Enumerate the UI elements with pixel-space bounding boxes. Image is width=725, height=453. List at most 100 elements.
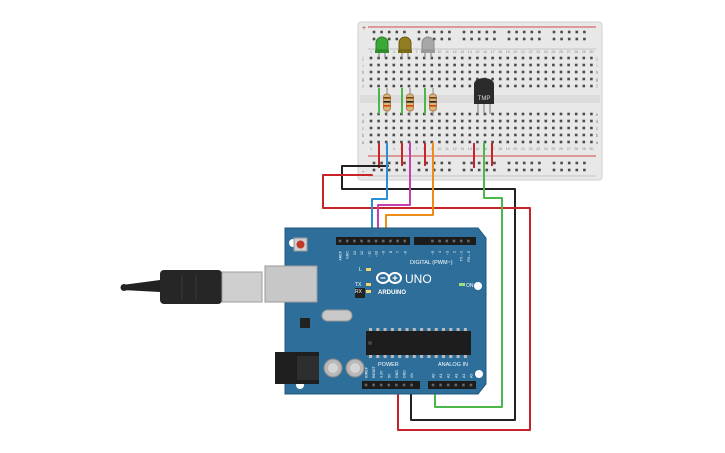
rail-hole[interactable] [432, 37, 436, 41]
breadboard-hole[interactable] [430, 84, 434, 88]
breadboard-hole[interactable] [521, 56, 525, 60]
breadboard-hole[interactable] [552, 133, 555, 137]
breadboard-hole[interactable] [536, 140, 540, 144]
breadboard-hole[interactable] [445, 70, 449, 74]
breadboard-hole[interactable] [559, 119, 563, 123]
rail-hole[interactable] [440, 161, 444, 165]
breadboard-hole[interactable] [483, 70, 487, 74]
breadboard-hole[interactable] [491, 133, 494, 137]
rail-hole[interactable] [575, 30, 579, 34]
breadboard-hole[interactable] [536, 126, 540, 130]
breadboard-hole[interactable] [483, 63, 487, 67]
breadboard-hole[interactable] [476, 133, 479, 137]
breadboard-hole[interactable] [430, 126, 434, 130]
rail-hole[interactable] [380, 30, 383, 34]
rail-hole[interactable] [403, 161, 406, 165]
breadboard-hole[interactable] [529, 77, 532, 81]
rail-hole[interactable] [462, 30, 466, 34]
breadboard-hole[interactable] [460, 77, 464, 81]
breadboard-hole[interactable] [506, 84, 510, 88]
breadboard-hole[interactable] [476, 63, 479, 67]
analog-pin[interactable] [439, 383, 442, 387]
rail-hole[interactable] [395, 168, 399, 172]
rail-hole[interactable] [485, 37, 489, 41]
rail-hole[interactable] [470, 30, 473, 34]
digital-pin[interactable] [396, 239, 399, 243]
rail-hole[interactable] [583, 37, 586, 41]
breadboard-hole[interactable] [529, 140, 532, 144]
rail-hole[interactable] [552, 161, 556, 165]
breadboard-hole[interactable] [392, 133, 396, 137]
breadboard-hole[interactable] [574, 126, 578, 130]
breadboard-hole[interactable] [491, 56, 494, 60]
breadboard-hole[interactable] [407, 126, 411, 130]
rail-hole[interactable] [395, 30, 399, 34]
breadboard-hole[interactable] [377, 119, 380, 123]
breadboard-hole[interactable] [460, 140, 464, 144]
breadboard-hole[interactable] [430, 112, 434, 116]
breadboard-hole[interactable] [445, 133, 449, 137]
breadboard-hole[interactable] [567, 84, 570, 88]
breadboard-hole[interactable] [460, 126, 464, 130]
breadboard-hole[interactable] [384, 140, 388, 144]
rail-hole[interactable] [387, 168, 391, 172]
breadboard-hole[interactable] [468, 56, 472, 60]
digital-pin[interactable] [338, 239, 342, 243]
rail-hole[interactable] [567, 168, 571, 172]
rail-hole[interactable] [485, 168, 489, 172]
breadboard-hole[interactable] [544, 63, 548, 67]
breadboard-hole[interactable] [567, 119, 570, 123]
breadboard-hole[interactable] [377, 77, 380, 81]
digital-pin[interactable] [452, 239, 456, 243]
power-pin[interactable] [379, 383, 383, 387]
breadboard-hole[interactable] [453, 84, 456, 88]
rail-hole[interactable] [372, 168, 376, 172]
breadboard-hole[interactable] [438, 84, 441, 88]
breadboard-hole[interactable] [582, 126, 586, 130]
temperature-sensor[interactable]: TMP [474, 78, 494, 114]
rail-hole[interactable] [575, 37, 579, 41]
rail-hole[interactable] [552, 37, 556, 41]
breadboard-hole[interactable] [574, 140, 578, 144]
breadboard-hole[interactable] [415, 133, 418, 137]
rail-hole[interactable] [515, 37, 518, 41]
rail-hole[interactable] [448, 168, 451, 172]
resistor-2[interactable] [406, 88, 414, 116]
breadboard-hole[interactable] [392, 140, 396, 144]
breadboard-hole[interactable] [369, 56, 373, 60]
breadboard-hole[interactable] [574, 63, 578, 67]
breadboard-hole[interactable] [400, 126, 403, 130]
digital-pin[interactable] [353, 239, 356, 243]
digital-pin[interactable] [459, 239, 463, 243]
breadboard-hole[interactable] [415, 140, 418, 144]
breadboard-hole[interactable] [369, 133, 373, 137]
breadboard-hole[interactable] [544, 56, 548, 60]
breadboard-hole[interactable] [514, 126, 517, 130]
breadboard-hole[interactable] [422, 56, 426, 60]
digital-pin[interactable] [367, 239, 371, 243]
breadboard-hole[interactable] [422, 126, 426, 130]
breadboard-hole[interactable] [590, 119, 593, 123]
rail-hole[interactable] [403, 30, 406, 34]
breadboard-hole[interactable] [552, 77, 555, 81]
breadboard-hole[interactable] [400, 56, 403, 60]
rail-hole[interactable] [567, 37, 571, 41]
breadboard-hole[interactable] [468, 70, 472, 74]
breadboard-hole[interactable] [521, 126, 525, 130]
breadboard-hole[interactable] [377, 70, 380, 74]
breadboard-hole[interactable] [506, 70, 510, 74]
breadboard-hole[interactable] [491, 112, 494, 116]
breadboard-hole[interactable] [529, 63, 532, 67]
breadboard-hole[interactable] [544, 84, 548, 88]
breadboard-hole[interactable] [453, 112, 456, 116]
breadboard-hole[interactable] [407, 119, 411, 123]
breadboard-hole[interactable] [514, 56, 517, 60]
rail-hole[interactable] [538, 161, 541, 165]
reset-button[interactable] [293, 237, 308, 252]
rail-hole[interactable] [372, 30, 376, 34]
breadboard-hole[interactable] [460, 63, 464, 67]
breadboard-hole[interactable] [544, 70, 548, 74]
breadboard-hole[interactable] [438, 133, 441, 137]
rail-hole[interactable] [403, 168, 406, 172]
breadboard-hole[interactable] [506, 56, 510, 60]
